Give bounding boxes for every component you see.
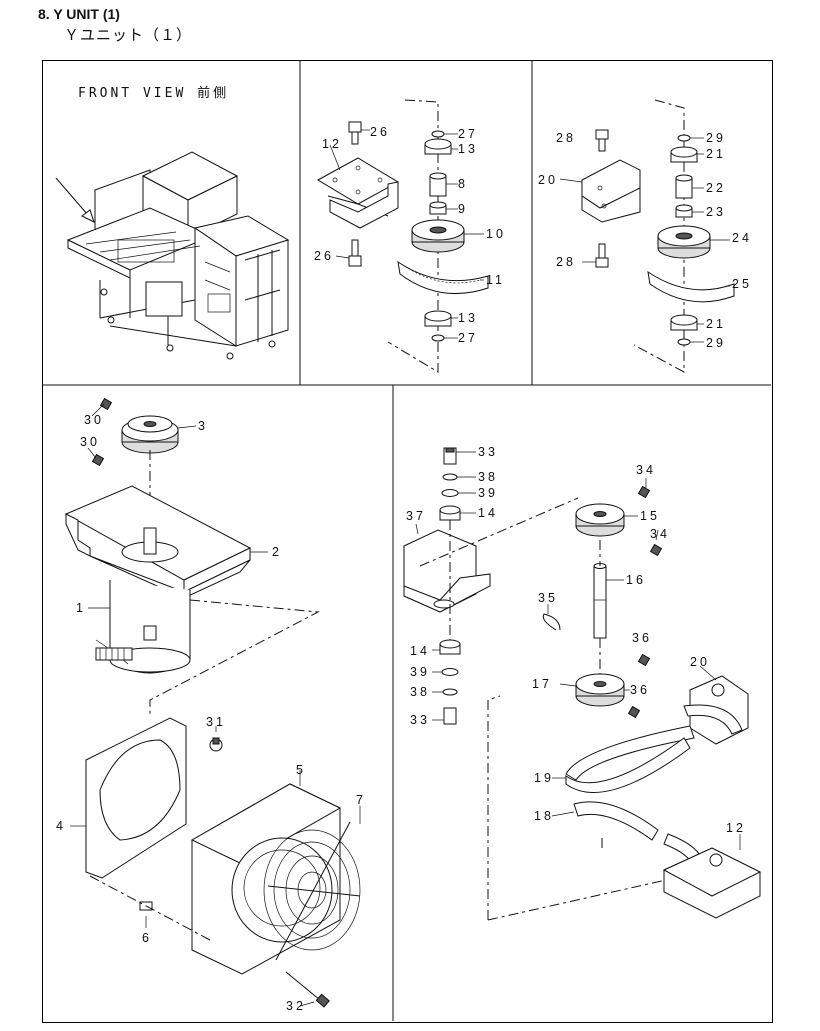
label-35: 35: [538, 591, 558, 605]
label-13: 13: [458, 311, 478, 325]
label-14: 14: [410, 644, 430, 658]
label-26: 26: [314, 249, 334, 263]
label-28: 28: [556, 131, 576, 145]
label-23: 23: [706, 205, 726, 219]
label-30: 30: [84, 413, 104, 427]
label-26: 26: [370, 125, 390, 139]
label-36: 36: [630, 683, 650, 697]
front-view-label: FRONT VIEW 前側: [78, 85, 229, 101]
label-34: 34: [636, 463, 656, 477]
label-38: 38: [478, 470, 498, 484]
label-11: 11: [486, 273, 505, 287]
label-18: 18: [534, 809, 554, 823]
label-2: 2: [272, 545, 282, 559]
label-38: 38: [410, 685, 430, 699]
label-22: 22: [706, 181, 726, 195]
label-27: 27: [458, 331, 478, 345]
idler-20-panel: [559, 99, 735, 373]
label-36: 36: [632, 631, 652, 645]
label-37: 37: [406, 509, 426, 523]
label-20: 20: [538, 173, 558, 187]
page-title: 8. Y UNIT (1): [38, 6, 120, 22]
diagram-frame: [42, 60, 773, 1023]
label-3: 3: [198, 419, 208, 433]
label-20: 20: [690, 655, 710, 669]
label-27: 27: [458, 127, 478, 141]
label-6: 6: [142, 931, 152, 945]
label-29: 29: [706, 336, 726, 350]
label-21: 21: [706, 317, 726, 331]
panel-dividers: [42, 60, 771, 1021]
label-16: 16: [626, 573, 646, 587]
label-21: 21: [706, 147, 726, 161]
label-25: 25: [732, 277, 752, 291]
label-1: 1: [76, 601, 86, 615]
label-19: 19: [534, 771, 554, 785]
label-32: 32: [286, 999, 306, 1013]
label-8: 8: [458, 177, 468, 191]
label-28: 28: [556, 255, 576, 269]
label-5: 5: [296, 763, 306, 777]
label-12: 12: [726, 821, 746, 835]
label-17: 17: [532, 677, 552, 691]
page-subtitle: Ｙユニット（１）: [64, 26, 193, 44]
label-39: 39: [478, 486, 498, 500]
motor-fan-panel: [64, 397, 361, 1008]
label-9: 9: [458, 202, 468, 216]
label-33: 33: [410, 713, 430, 727]
label-4: 4: [56, 819, 66, 833]
label-34: 34: [650, 527, 670, 541]
label-29: 29: [706, 131, 726, 145]
machine-illustration: [66, 151, 290, 360]
label-14: 14: [478, 506, 498, 520]
part-number-labels: 12 26 26 27 13 8 9 10 11 13 27 28 20 28 …: [56, 125, 752, 1013]
idler-12-panel: [316, 99, 489, 373]
label-13: 13: [458, 142, 478, 156]
label-24: 24: [732, 231, 752, 245]
label-39: 39: [410, 665, 430, 679]
label-10: 10: [486, 227, 506, 241]
drive-assembly-panel: [403, 447, 762, 921]
label-33: 33: [478, 445, 498, 459]
front-view-panel: FRONT VIEW 前側: [55, 85, 290, 360]
label-7: 7: [356, 793, 366, 807]
label-31: 31: [206, 715, 226, 729]
label-30: 30: [80, 435, 100, 449]
label-12: 12: [322, 137, 342, 151]
label-15: 15: [640, 509, 660, 523]
